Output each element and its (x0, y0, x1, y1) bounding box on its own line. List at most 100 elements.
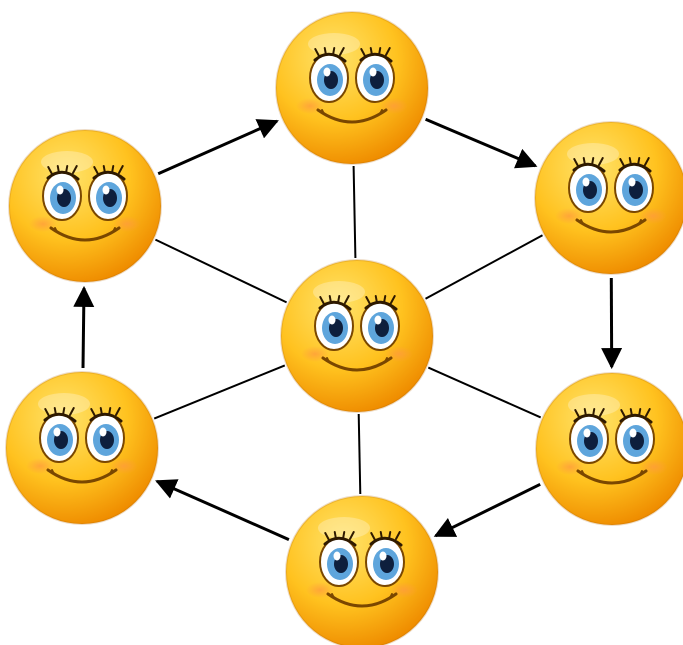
right-eye-icon (615, 408, 655, 464)
left-eyelash (349, 531, 355, 540)
mouth-left-corner (331, 593, 339, 601)
cycle-arrow (433, 482, 541, 538)
right-eye-highlight (374, 315, 382, 325)
smiling-emoji-face-icon (276, 12, 428, 164)
spoke-edge (154, 238, 288, 304)
right-eyelash (383, 295, 387, 304)
right-eyelash (395, 531, 401, 540)
face-rim (5, 371, 159, 525)
left-lash-line (318, 300, 352, 311)
right-eyelash (385, 47, 391, 56)
left-eye-icon (319, 531, 359, 587)
emoji-node-right-upper (534, 121, 683, 275)
face-rim (534, 121, 683, 275)
right-lash-line (618, 162, 652, 173)
left-eye-icon (39, 407, 79, 463)
left-lash-line (46, 170, 80, 181)
left-eyelash (339, 47, 345, 56)
right-eyelash (645, 408, 651, 417)
left-eyelash (574, 409, 580, 418)
right-eyelash (108, 407, 112, 416)
right-eyelash (374, 295, 378, 304)
right-eye-icon (355, 47, 395, 103)
left-eye-highlight (53, 427, 61, 437)
right-eyelash (644, 157, 650, 166)
right-eyelash (390, 295, 396, 304)
left-eyelash (314, 48, 320, 57)
right-eyelash (369, 47, 373, 56)
emoji-node-left-upper (8, 129, 162, 283)
right-eyelash (619, 158, 625, 167)
left-eyelash (342, 531, 346, 540)
spoke-edge (357, 413, 362, 495)
emoji-node-top (275, 11, 429, 165)
spoke-edge (153, 364, 286, 420)
right-eye-icon (85, 407, 125, 463)
right-lash-line (92, 170, 126, 181)
face-shine (38, 393, 90, 415)
right-eyelash (90, 408, 96, 417)
left-lash-line (572, 162, 606, 173)
right-eyelash (638, 408, 642, 417)
cycle-arrow (425, 117, 538, 169)
left-eyelash (582, 157, 586, 166)
left-eyelash (332, 47, 336, 56)
left-eyelash (324, 532, 330, 541)
right-eyelash (111, 165, 115, 174)
cycle-arrow (155, 479, 290, 541)
left-eyelash (573, 158, 579, 167)
right-lash-line (89, 412, 123, 423)
smiling-emoji-face-icon (536, 373, 683, 525)
right-eyelash (99, 407, 103, 416)
right-eyelash (102, 165, 106, 174)
right-lash-line (619, 413, 653, 424)
right-eyelash (637, 157, 641, 166)
left-eyelash (69, 407, 75, 416)
left-lash-line (323, 536, 357, 547)
left-eye-highlight (583, 428, 591, 438)
face-shine (313, 281, 365, 303)
right-eyelash (620, 409, 626, 418)
left-lash-line (43, 412, 77, 423)
mouth-left-corner (51, 469, 59, 477)
face-rim (535, 372, 683, 526)
spoke-edge (352, 165, 357, 259)
right-eyelash (360, 48, 366, 57)
left-eyelash (591, 157, 595, 166)
right-eye-icon (614, 157, 654, 213)
right-lash-line (359, 52, 393, 63)
right-lash-line (369, 536, 403, 547)
left-eyelash (328, 295, 332, 304)
left-eyelash (53, 407, 57, 416)
face-rim (280, 259, 434, 413)
mouth-right-corner (380, 357, 388, 365)
node-layer (5, 11, 683, 645)
right-eyelash (365, 296, 371, 305)
face-rim (275, 11, 429, 165)
right-eye-highlight (369, 67, 377, 77)
cycle-arrow (73, 285, 95, 369)
left-eye-highlight (323, 67, 331, 77)
emoji-node-left-lower (5, 371, 159, 525)
left-eyelash (583, 408, 587, 417)
mouth-left-corner (321, 109, 329, 117)
left-eyelash (599, 408, 605, 417)
right-eye-highlight (379, 551, 387, 561)
cycle-arrow (157, 119, 279, 176)
left-eyelash (344, 295, 350, 304)
right-eye-icon (88, 165, 128, 221)
right-eye-highlight (629, 428, 637, 438)
right-eye-icon (360, 295, 400, 351)
face-shine (41, 151, 93, 173)
left-eyelash (333, 531, 337, 540)
mouth-right-corner (105, 469, 113, 477)
right-eyelash (629, 408, 633, 417)
spoke-edge (427, 366, 542, 419)
mouth-right-corner (385, 593, 393, 601)
left-eye-icon (569, 408, 609, 464)
right-eyelash (379, 531, 383, 540)
mouth-right-corner (634, 219, 642, 227)
left-eye-icon (314, 295, 354, 351)
smiling-emoji-face-icon (535, 122, 683, 274)
